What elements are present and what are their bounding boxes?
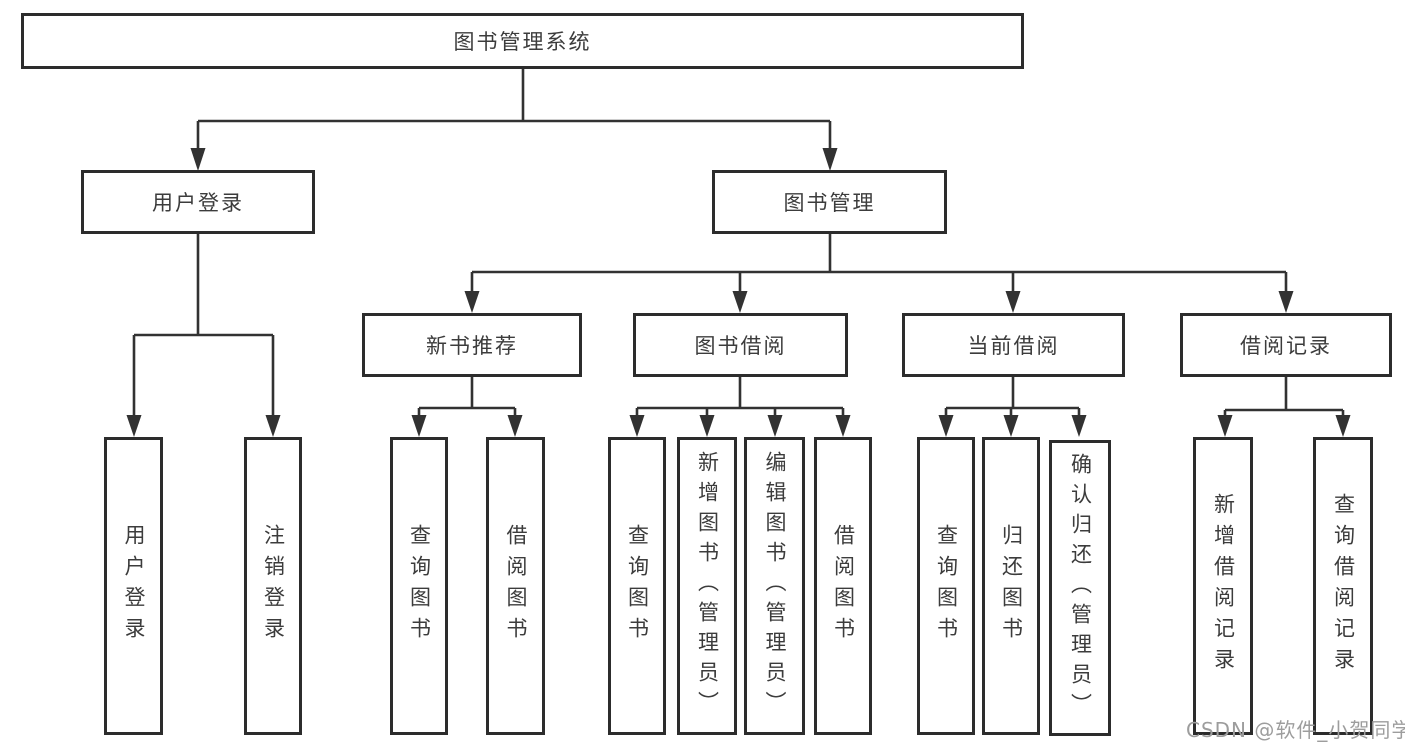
leaf-confirm-return-admin: 确认归还（管理员） — [1049, 440, 1111, 736]
leaf-add-borrow-record: 新增借阅记录 — [1193, 437, 1253, 735]
node-label: 借阅图书 — [504, 524, 529, 648]
arrowhead — [767, 415, 783, 437]
arrowhead — [1071, 415, 1087, 437]
arrowhead — [190, 148, 206, 171]
arrowhead — [1003, 415, 1019, 437]
arrowhead — [1278, 291, 1294, 313]
arrowhead — [938, 415, 954, 437]
csdn-watermark: CSDN @软件_小贺同学 — [1186, 718, 1405, 742]
arrowhead — [464, 291, 480, 313]
node-label: 新增图书（管理员） — [695, 451, 720, 721]
node-label: 用户登录 — [122, 524, 147, 648]
arrowhead — [1005, 291, 1021, 313]
arrowheads — [126, 148, 1351, 437]
connector-root-split — [196, 69, 832, 150]
node-label: 归还图书 — [999, 524, 1024, 648]
node-label: 查询图书 — [407, 524, 432, 648]
node-label: 借阅图书 — [831, 524, 856, 648]
node-label: 查询图书 — [625, 524, 650, 648]
connector-newbook-split — [417, 377, 517, 416]
arrowhead — [507, 415, 523, 437]
node-label: 确认归还（管理员） — [1068, 453, 1093, 723]
leaf-query-books-current: 查询图书 — [917, 437, 975, 735]
connector-borrow-split — [635, 377, 845, 416]
node-library-management-system: 图书管理系统 — [21, 13, 1024, 69]
leaf-return-books: 归还图书 — [982, 437, 1040, 735]
node-label: 查询借阅记录 — [1331, 493, 1356, 679]
arrowhead — [835, 415, 851, 437]
connector-bookmgmt-split — [470, 234, 1288, 292]
connector-current-split — [944, 377, 1081, 416]
node-label: 当前借阅 — [967, 334, 1060, 358]
node-label: 图书管理 — [783, 191, 876, 215]
node-current-borrowing: 当前借阅 — [902, 313, 1125, 377]
arrowhead — [1335, 415, 1351, 437]
leaf-add-books-admin: 新增图书（管理员） — [677, 437, 737, 735]
leaf-borrow-books: 借阅图书 — [814, 437, 872, 735]
arrowhead — [411, 415, 427, 437]
node-label: 新增借阅记录 — [1211, 493, 1236, 679]
arrowhead — [1217, 415, 1233, 437]
node-label: 用户登录 — [152, 191, 244, 215]
leaf-query-borrow-record: 查询借阅记录 — [1313, 437, 1373, 735]
node-borrowing-records: 借阅记录 — [1180, 313, 1392, 377]
leaf-query-books-borrow: 查询图书 — [608, 437, 666, 735]
node-new-book-recommendation: 新书推荐 — [362, 313, 582, 377]
leaf-borrow-books-recommend: 借阅图书 — [486, 437, 545, 735]
arrowhead — [732, 291, 748, 313]
connector-records-split — [1223, 377, 1345, 416]
arrowhead — [699, 415, 715, 437]
arrowhead — [629, 415, 645, 437]
node-label: 新书推荐 — [426, 334, 518, 358]
leaf-logout: 注销登录 — [244, 437, 302, 735]
leaf-user-login: 用户登录 — [104, 437, 163, 735]
node-label: 注销登录 — [261, 524, 286, 648]
node-label: 借阅记录 — [1240, 334, 1332, 358]
leaf-query-books-recommend: 查询图书 — [390, 437, 448, 735]
node-label: 图书借阅 — [694, 334, 787, 358]
node-book-management: 图书管理 — [712, 170, 947, 234]
arrowhead — [265, 415, 281, 437]
arrowhead — [126, 415, 142, 437]
node-label: 查询图书 — [934, 524, 959, 648]
node-user-login: 用户登录 — [81, 170, 315, 234]
leaf-edit-books-admin: 编辑图书（管理员） — [744, 437, 805, 735]
arrowhead — [822, 148, 838, 171]
connector-userlogin-split — [132, 234, 275, 416]
node-book-borrowing: 图书借阅 — [633, 313, 848, 377]
node-label: 编辑图书（管理员） — [763, 451, 788, 721]
node-label: 图书管理系统 — [453, 30, 592, 54]
